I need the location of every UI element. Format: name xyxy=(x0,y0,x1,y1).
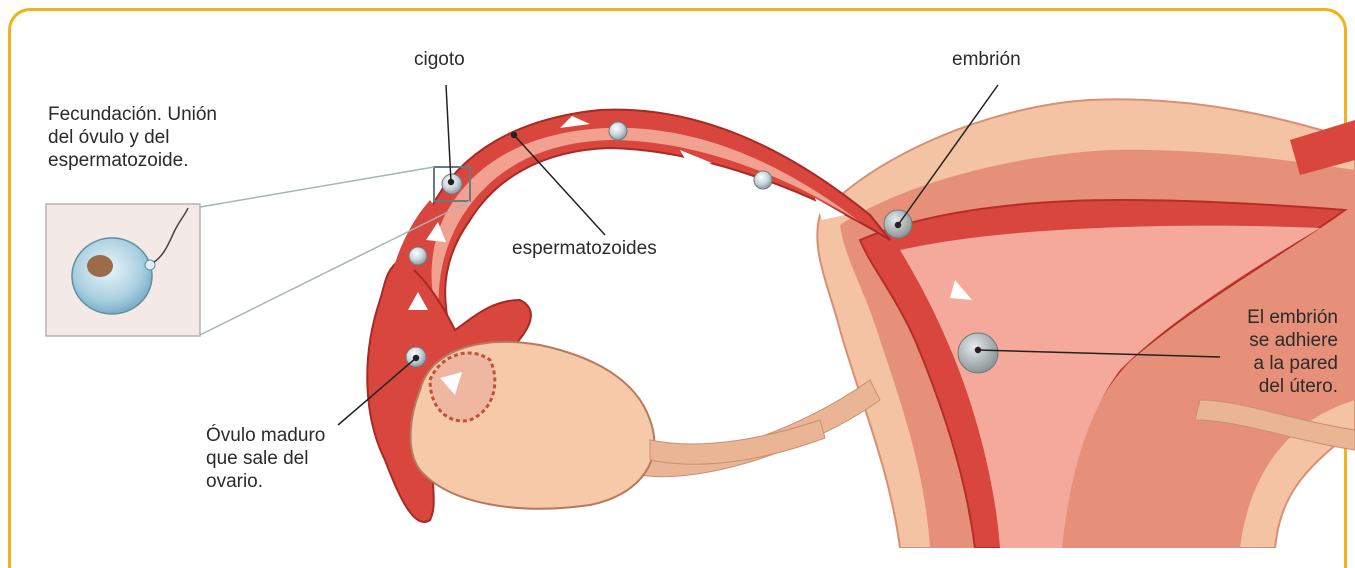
ovary-ligament xyxy=(650,420,825,464)
label-adhiere: El embrión se adhiere a la pared del úte… xyxy=(1220,306,1338,398)
zoom-line-top xyxy=(200,167,434,207)
label-fecundacion: Fecundación. Unión del óvulo y del esper… xyxy=(48,103,217,172)
label-embrion: embrión xyxy=(952,48,1021,71)
egg-in-tube-2 xyxy=(409,247,427,265)
egg-in-tube-3 xyxy=(609,122,627,140)
inset-sperm-head xyxy=(145,260,155,270)
label-cigoto: cigoto xyxy=(414,48,465,71)
egg-in-tube-4 xyxy=(754,171,772,189)
label-ovulo: Óvulo maduro que sale del ovario. xyxy=(206,424,325,493)
label-espermatozoides: espermatozoides xyxy=(512,237,657,260)
inset-nucleus xyxy=(87,255,113,277)
uterus-illustration xyxy=(0,0,1355,548)
inset-ovum xyxy=(72,238,152,314)
